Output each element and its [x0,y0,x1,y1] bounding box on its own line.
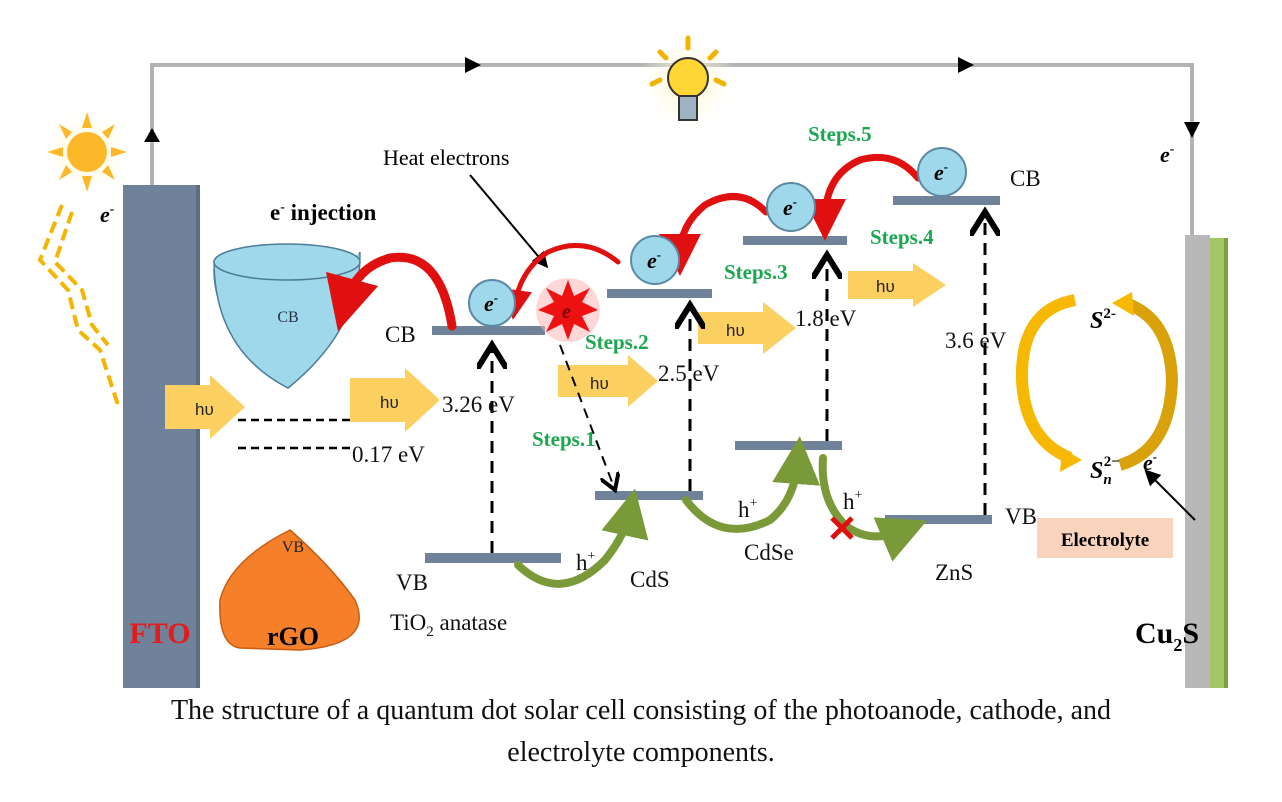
step-3-label: Steps.3 [724,260,788,284]
fto-electrode [123,185,200,688]
zns-cb [893,196,1000,205]
electrolyte-label: Electrolyte [1061,530,1149,551]
cdse-energy: 1.8 eV [795,306,857,331]
anode-electron-label: e- [100,202,115,227]
figure-caption-line-1: The structure of a quantum dot solar cel… [170,695,1112,726]
step-2-label: Steps.2 [585,330,649,354]
rgo-vb-shape [219,529,360,651]
electron-circle: e- [468,279,516,327]
rgo-gap-energy: 0.17 eV [352,442,425,467]
electrolyte-electron: e- [1143,449,1157,475]
e-injection-label: e- injection [270,200,376,225]
svg-text:hυ: hυ [726,321,745,340]
photon-arrow: hυ [848,263,946,307]
cu2s-electrode [1185,235,1228,688]
cdse-cb [743,236,847,245]
sun-icon [42,107,132,197]
sulfide-ion: S2- [1090,306,1116,334]
heat-electrons-pointer [469,174,549,269]
hole-label: h+ [843,488,863,514]
cds-vb [595,491,703,500]
svg-text:e-: e- [934,159,948,185]
light-bulb-icon [638,32,738,132]
zns-vb-label: VB [1005,504,1037,529]
tio2-vb [425,553,561,563]
cathode-electron-label: e- [1160,142,1175,167]
cdse-vb [735,441,842,450]
cds-label: CdS [630,567,670,592]
electron-circle: e- [766,182,816,232]
svg-text:hυ: hυ [876,277,895,296]
blocked-x-icon [830,516,854,540]
hole-label: h+ [738,496,758,522]
photon-arrow: hυ [698,302,796,354]
step-5-label: Steps.5 [808,122,872,146]
photon-arrow: hυ [558,355,658,407]
redox-cycle-arrows [1015,292,1179,472]
heat-electron-decay-arrow [559,344,615,490]
zns-vb [885,515,992,524]
step-4-label: Steps.4 [870,225,934,249]
fto-label: FTO [129,617,190,650]
svg-text:hυ: hυ [195,400,214,419]
rgo-cb-label: CB [277,309,298,326]
rgo-vb-label: VB [282,539,304,556]
photon-arrow: hυ [350,368,440,432]
svg-text:e: e [562,301,571,323]
step-1-label: Steps.1 [532,427,596,451]
polysulfide-ion: Sn2− [1090,454,1120,488]
svg-text:hυ: hυ [380,393,399,412]
zns-label: ZnS [935,560,973,585]
light-ray-icon [37,204,120,406]
excitation-arrows [492,212,985,553]
electrolyte-box [1037,518,1173,558]
hole-label: h+ [576,549,596,575]
photon-arrows: hυ hυ hυ hυ hυ [165,263,946,439]
svg-text:e-: e- [484,290,498,316]
figure-caption-line-2: electrolyte components. [507,737,775,768]
zns-cb-label: CB [1010,166,1041,191]
zns-energy: 3.6 eV [945,328,1007,353]
svg-text:e-: e- [647,247,661,273]
electron-transfer-arrows [325,153,922,332]
svg-text:hυ: hυ [590,374,609,393]
svg-text:e-: e- [783,194,797,220]
heat-electrons-label: Heat electrons [383,145,509,170]
cds-cb [607,289,712,298]
tio2-label: TiO2 anatase [390,610,507,640]
electron-circle: e- [630,235,680,285]
photon-arrow: hυ [165,375,245,439]
electron-circle: e- [917,147,967,197]
hot-electron-star-icon: e [536,278,600,342]
tio2-energy: 3.26 eV [442,392,515,417]
cu2s-label: Cu2S [1135,617,1199,655]
tio2-cb [432,326,545,335]
tio2-cb-label: CB [385,322,416,347]
cdse-label: CdSe [744,540,794,565]
tio2-vb-label: VB [396,570,428,595]
electrolyte-electron-pointer [1144,469,1196,521]
rgo-label: rGO [267,622,319,651]
cds-energy: 2.5 eV [658,361,720,386]
